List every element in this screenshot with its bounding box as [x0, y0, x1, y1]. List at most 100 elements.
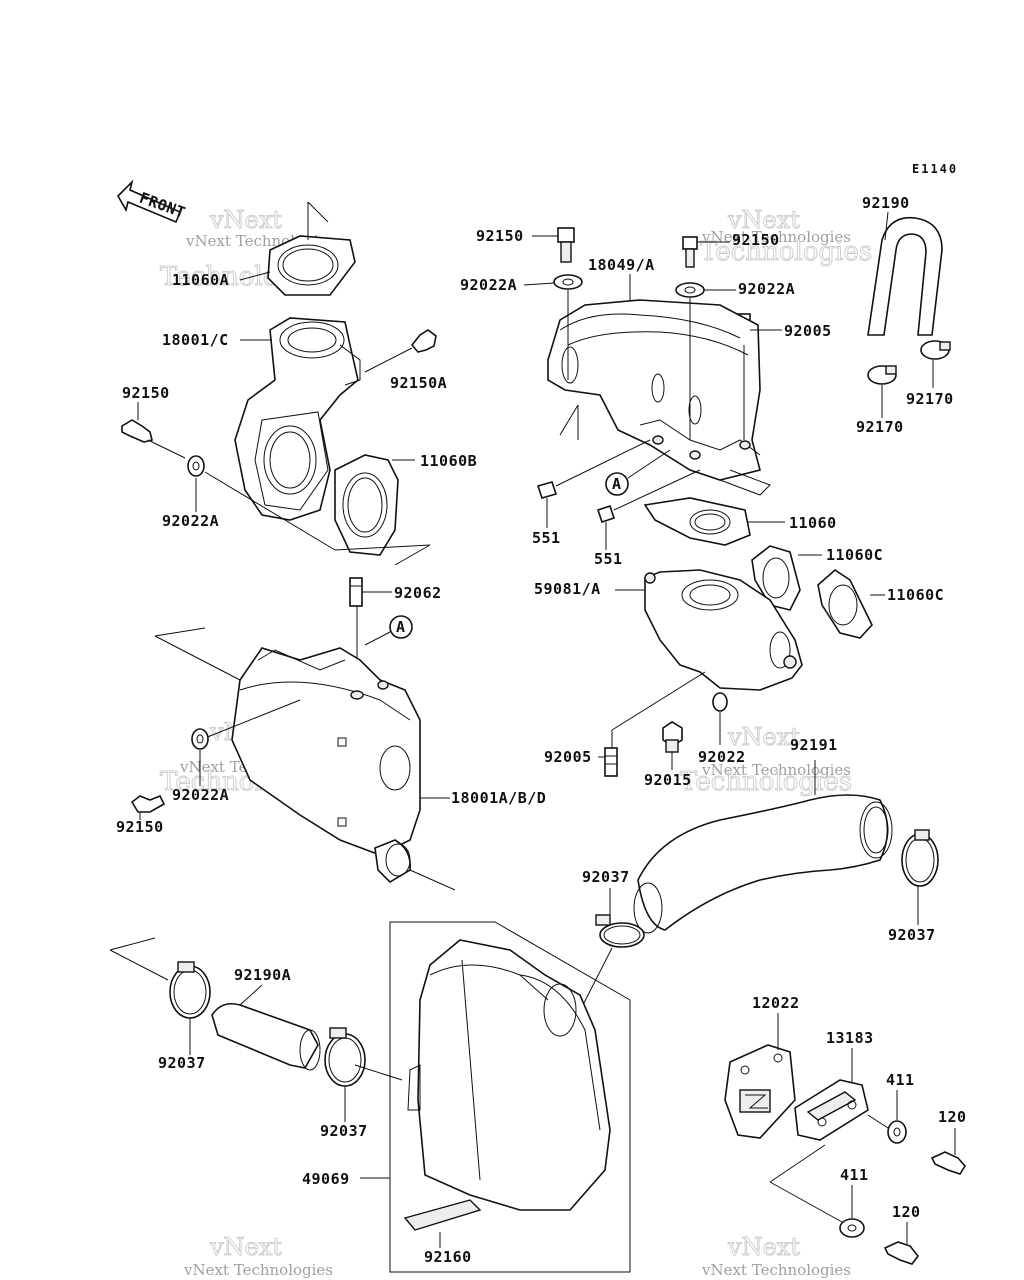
- leader-line: [884, 211, 889, 241]
- leader-line: [627, 449, 671, 479]
- part-label: 120: [938, 1108, 967, 1126]
- part-label: 551: [594, 550, 623, 568]
- part-label: 12022: [752, 994, 800, 1012]
- gasket-11060C-a: [751, 545, 801, 611]
- dowel-551-left: [536, 481, 558, 499]
- svg-text:A: A: [612, 475, 622, 493]
- leader-line: [109, 949, 169, 981]
- part-label: 551: [532, 529, 561, 547]
- exhaust-manifold-18049A: [547, 299, 771, 496]
- leader-line: [307, 201, 329, 223]
- part-label: 49069: [302, 1170, 350, 1188]
- watermark-text: vNext Technologies: [701, 1261, 851, 1279]
- gasket-11060B: [334, 454, 399, 556]
- svg-text:A: A: [396, 618, 406, 636]
- part-label: 411: [840, 1166, 869, 1184]
- part-label: 92150: [122, 384, 170, 402]
- dowel-551-right: [596, 504, 616, 524]
- washer-92022: [712, 692, 728, 712]
- leader-line: [611, 671, 706, 731]
- hose-92190: [867, 216, 943, 336]
- clamp-92037-hose: [595, 914, 645, 948]
- part-label: 92150: [116, 818, 164, 836]
- screw-120-top: [930, 1151, 966, 1175]
- watermark-text: vNext Technologies: [183, 1261, 333, 1279]
- leader-line: [154, 627, 206, 637]
- part-label: 92022A: [162, 512, 219, 530]
- part-label: 92150: [476, 227, 524, 245]
- watermark-text: vNext: [209, 206, 282, 234]
- part-label: 92160: [424, 1248, 472, 1266]
- leader-line: [364, 347, 413, 373]
- watermark-text: Technologies: [680, 767, 852, 797]
- exhaust-elbow-18001C: [234, 317, 361, 521]
- clamp-92037-right: [901, 829, 939, 887]
- fitting-92062: [349, 577, 363, 607]
- part-label: 92170: [856, 418, 904, 436]
- watermark-text: vNext: [727, 206, 800, 234]
- part-label: 92015: [644, 771, 692, 789]
- bolt-92150-left: [121, 419, 153, 443]
- part-label: 120: [892, 1203, 921, 1221]
- leader-line: [555, 439, 651, 487]
- part-label: 11060C: [826, 546, 883, 564]
- leader-line: [204, 471, 336, 551]
- muffler-49069: [407, 939, 611, 1211]
- part-label: 13183: [826, 1029, 874, 1047]
- part-label: 11060: [789, 514, 837, 532]
- part-label: 92037: [582, 868, 630, 886]
- washer-92022A-right: [675, 282, 705, 298]
- watermark-text: vNext: [727, 723, 800, 751]
- part-label: 92190: [862, 194, 910, 212]
- leader-line: [199, 699, 301, 741]
- muffler-box-frame: [389, 921, 631, 1273]
- washer-411-bottom: [839, 1218, 865, 1238]
- clamp-92170-right: [920, 340, 951, 360]
- part-label: 92022A: [738, 280, 795, 298]
- part-label: 11060C: [887, 586, 944, 604]
- hose-92190A: [211, 1002, 321, 1071]
- leader-line: [409, 869, 456, 891]
- pad-92160: [403, 1199, 482, 1231]
- part-label: 92037: [158, 1054, 206, 1072]
- leader-line: [769, 1144, 826, 1183]
- exhaust-hose-92191: [633, 794, 893, 934]
- part-label: 411: [886, 1071, 915, 1089]
- gasket-11060C-b: [817, 568, 873, 639]
- callout-a-marker: A: [605, 472, 629, 496]
- leader-line: [559, 404, 579, 436]
- exhaust-pipe-59081A: [644, 569, 803, 691]
- part-label: 59081/A: [534, 580, 601, 598]
- leader-line: [334, 544, 431, 551]
- bracket-13183: [794, 1079, 869, 1141]
- part-label: 92037: [320, 1122, 368, 1140]
- watermark-text: vNext Technologies: [701, 228, 851, 246]
- washer-92022A-center: [553, 274, 583, 290]
- bolt-92150-mid: [130, 794, 166, 813]
- leader-line: [613, 469, 701, 511]
- leader-line: [147, 439, 186, 459]
- watermark-text: vNext: [727, 1233, 800, 1261]
- leader-line: [354, 1064, 403, 1081]
- part-label: 92170: [906, 390, 954, 408]
- part-label: 11060B: [420, 452, 477, 470]
- part-label: 92190A: [234, 966, 291, 984]
- gasket-11060A: [267, 235, 356, 296]
- part-label: 18049/A: [588, 256, 655, 274]
- leader-line: [154, 635, 241, 681]
- part-label: 92005: [784, 322, 832, 340]
- part-label: 92022: [698, 748, 746, 766]
- clamp-92170-left: [867, 365, 897, 385]
- leader-line: [239, 984, 263, 1006]
- part-label: 92037: [888, 926, 936, 944]
- bolt-92150-right: [682, 236, 698, 268]
- leader-line: [364, 631, 391, 646]
- part-label: 92022A: [460, 276, 517, 294]
- clamp-92037-left: [169, 961, 211, 1019]
- leader-line: [867, 1114, 889, 1129]
- part-label: 92191: [790, 736, 838, 754]
- leader-line: [109, 937, 156, 951]
- part-label: 92062: [394, 584, 442, 602]
- washer-92022A-left: [187, 455, 205, 477]
